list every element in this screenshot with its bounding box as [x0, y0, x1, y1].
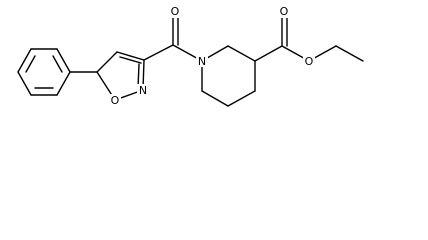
label-bg-carbonyl-o2: [278, 6, 291, 18]
atom-n-piperidine: N: [198, 55, 206, 68]
bond-ch2-ch3: [335, 45, 364, 62]
bond-pip-c2-c3: [227, 45, 256, 62]
bond-ph-1: [17, 48, 32, 73]
bond-ph-4: [56, 71, 71, 96]
atom-o-carbonyl-amide: O: [171, 5, 180, 18]
label-bg-ester-o: [303, 55, 315, 67]
bond-c3-ester-c: [254, 45, 283, 62]
label-bg-pip-n: [196, 55, 208, 67]
atom-o-isoxazole: O: [111, 94, 120, 107]
bond-isox-carbonyl: [143, 44, 174, 61]
bond-isox-c4-c3-double: [119, 56, 142, 64]
bond-ph-inner-2: [52, 55, 63, 73]
molecule-svg: N O N O O O: [17, 5, 364, 107]
bond-ph-inner-1: [25, 55, 36, 73]
atom-n-isoxazole: N: [139, 84, 147, 97]
label-bg-o-ring: [109, 94, 121, 106]
chemical-structure-diagram: N O N O O O: [17, 5, 364, 107]
label-bg-carbonyl-o1: [169, 6, 182, 18]
isoxazole-ring: [96, 51, 145, 101]
bond-ph-3: [56, 48, 71, 73]
bond-isox-c4-c3: [116, 51, 145, 61]
bond-isox-c5-c4: [96, 51, 118, 73]
bond-pip-c5-c6: [201, 90, 229, 107]
piperidine-ring: [201, 45, 256, 107]
label-bg-n-ring: [137, 84, 149, 96]
atom-labels: N O N O O O: [109, 5, 315, 107]
bond-ph-6: [17, 71, 32, 96]
atom-o-ester: O: [305, 55, 314, 68]
bond-pip-c4-c5: [227, 90, 256, 107]
atom-o-carbonyl-ester: O: [280, 5, 289, 18]
phenyl-ring: [17, 48, 71, 96]
